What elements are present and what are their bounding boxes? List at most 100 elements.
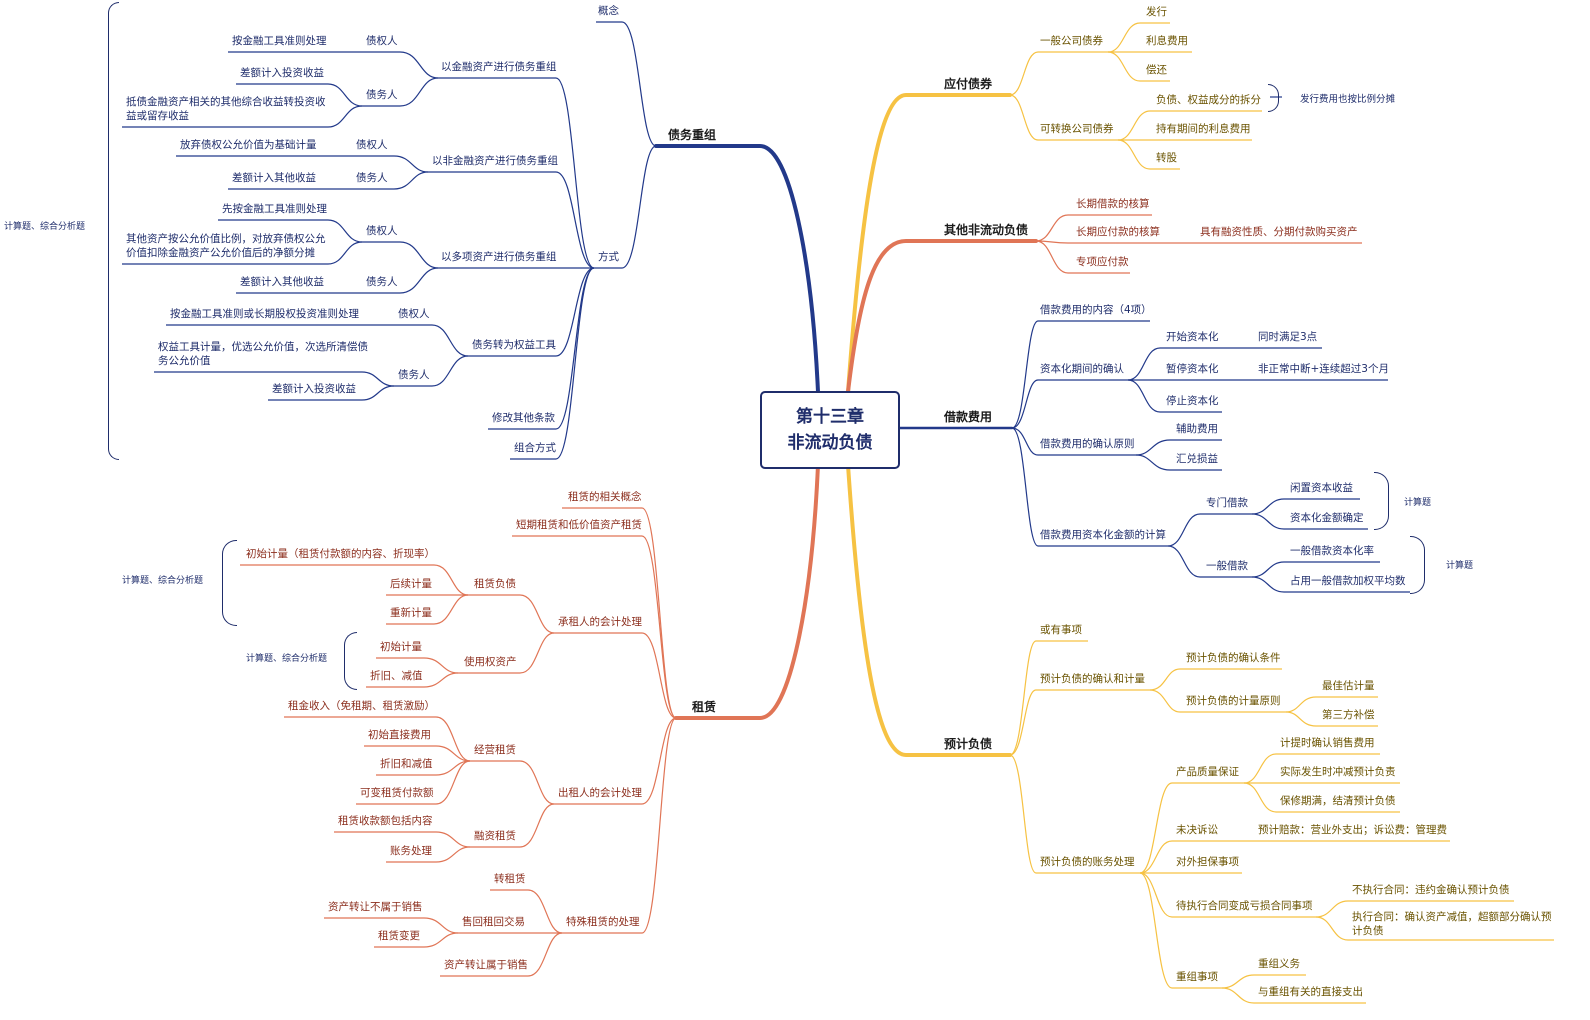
node-bc-special-loan[interactable]: 专门借款 <box>1206 497 1248 509</box>
node-dr-financial-assets[interactable]: 以金融资产进行债务重组 <box>441 61 557 73</box>
node-dr-eq-creditor-note[interactable]: 按金融工具准则或长期股权投资准则处理 <box>170 308 359 320</box>
node-lease-subsequent[interactable]: 后续计量 <box>390 578 432 590</box>
node-lease-special[interactable]: 特殊租赁的处理 <box>566 916 640 928</box>
node-bc-pause-note[interactable]: 非正常中断+连续超过3个月 <box>1258 363 1389 375</box>
node-bc-principle[interactable]: 借款费用的确认原则 <box>1040 438 1135 450</box>
node-dr-nf-creditor[interactable]: 债权人 <box>356 139 388 151</box>
node-pv-q1[interactable]: 计提时确认销售费用 <box>1280 737 1375 749</box>
node-lease-rou[interactable]: 使用权资产 <box>464 656 517 668</box>
node-dr-eq-debtor-note1[interactable]: 权益工具计量，优选公允价值，次选所清偿债务公允价值 <box>158 341 368 367</box>
node-pv-on2[interactable]: 执行合同：确认资产减值，超额部分确认预计负债 <box>1352 911 1552 937</box>
node-bc-pause[interactable]: 暂停资本化 <box>1166 363 1219 375</box>
node-lease-concept[interactable]: 租赁的相关概念 <box>568 491 642 503</box>
node-dr-non-financial[interactable]: 以非金融资产进行债务重组 <box>432 155 558 167</box>
node-bonds-convert[interactable]: 转股 <box>1156 152 1177 164</box>
node-pv-guarantee[interactable]: 对外担保事项 <box>1176 856 1239 868</box>
node-lease-not-sale[interactable]: 资产转让不属于销售 <box>328 901 423 913</box>
node-lease-remeasure[interactable]: 重新计量 <box>390 607 432 619</box>
node-dr-mu-debtor-note[interactable]: 差额计入其他收益 <box>240 276 324 288</box>
node-bc-period[interactable]: 资本化期间的确认 <box>1040 363 1124 375</box>
node-pv-re1[interactable]: 重组义务 <box>1258 958 1300 970</box>
node-lease-short-term[interactable]: 短期租赁和低价值资产租赁 <box>516 519 642 531</box>
node-dr-mu-creditor-note2[interactable]: 其他资产按公允价值比例，对放弃债权公允价值扣除金融资产公允价值后的净额分摊 <box>126 233 326 259</box>
node-dr-eq-debtor[interactable]: 债务人 <box>398 369 430 381</box>
node-bonds-split-note[interactable]: 发行费用也按比例分摊 <box>1300 94 1396 105</box>
node-pv-re2[interactable]: 与重组有关的直接支出 <box>1258 986 1363 998</box>
node-lease-lessee[interactable]: 承租人的会计处理 <box>558 616 642 628</box>
topic-provisions[interactable]: 预计负债 <box>944 737 993 751</box>
node-bc-start[interactable]: 开始资本化 <box>1166 331 1219 343</box>
node-bc-general-loan[interactable]: 一般借款 <box>1206 560 1248 572</box>
node-pv-q2[interactable]: 实际发生时冲减预计负责 <box>1280 766 1396 778</box>
node-lease-rou-dep[interactable]: 折旧、减值 <box>370 670 423 682</box>
node-lease-op-direct[interactable]: 初始直接费用 <box>368 729 431 741</box>
node-lease-operating[interactable]: 经营租赁 <box>474 744 516 756</box>
topic-bonds-payable[interactable]: 应付债券 <box>944 77 993 91</box>
node-bonds-interest[interactable]: 利息费用 <box>1146 35 1188 47</box>
node-lease-change[interactable]: 租赁变更 <box>378 930 420 942</box>
node-dr-nf-debtor-note[interactable]: 差额计入其他收益 <box>232 172 316 184</box>
node-pv-conditions[interactable]: 预计负债的确认条件 <box>1186 652 1281 664</box>
node-pv-on1[interactable]: 不执行合同：违约金确认预计负债 <box>1352 884 1510 896</box>
node-pv-contingency[interactable]: 或有事项 <box>1040 624 1082 636</box>
node-dr-multiple[interactable]: 以多项资产进行债务重组 <box>441 251 557 263</box>
node-dr-nf-debtor[interactable]: 债务人 <box>356 172 388 184</box>
topic-lease[interactable]: 租赁 <box>692 700 717 714</box>
node-dr-combined[interactable]: 组合方式 <box>514 442 556 454</box>
node-bc-aux[interactable]: 辅助费用 <box>1176 423 1218 435</box>
node-onc-special[interactable]: 专项应付款 <box>1076 256 1129 268</box>
node-dr-methods[interactable]: 方式 <box>598 251 619 263</box>
node-lease-fi-account[interactable]: 账务处理 <box>390 845 432 857</box>
node-lease-is-sale[interactable]: 资产转让属于销售 <box>444 959 528 971</box>
node-bonds-repay[interactable]: 偿还 <box>1146 64 1167 76</box>
node-lease-op-variable[interactable]: 可变租赁付款额 <box>360 787 434 799</box>
node-bonds-general[interactable]: 一般公司债券 <box>1040 35 1103 47</box>
node-onc-loan[interactable]: 长期借款的核算 <box>1076 198 1150 210</box>
node-lease-op-rent[interactable]: 租金收入（免租期、租赁激励） <box>288 700 435 712</box>
node-pv-onerous[interactable]: 待执行合同变成亏损合同事项 <box>1176 900 1313 912</box>
topic-debt-restructuring[interactable]: 债务重组 <box>668 128 717 142</box>
node-pv-third[interactable]: 第三方补偿 <box>1322 709 1375 721</box>
node-dr-eq-creditor[interactable]: 债权人 <box>398 308 430 320</box>
node-pv-best[interactable]: 最佳估计量 <box>1322 680 1375 692</box>
node-bc-start-note[interactable]: 同时满足3点 <box>1258 331 1318 343</box>
node-bc-fx[interactable]: 汇兑损益 <box>1176 453 1218 465</box>
node-dr-fa-debtor-note2[interactable]: 抵债金融资产相关的其他综合收益转投资收益或留存收益 <box>126 96 326 122</box>
node-bc-stop[interactable]: 停止资本化 <box>1166 395 1219 407</box>
node-lease-sublease[interactable]: 转租赁 <box>494 873 526 885</box>
node-bc-rate[interactable]: 一般借款资本化率 <box>1290 545 1374 557</box>
node-pv-lawsuit-note[interactable]: 预计赔款：营业外支出；诉讼费：管理费 <box>1258 824 1447 836</box>
node-lease-sale-leaseback[interactable]: 售回租回交易 <box>462 916 525 928</box>
node-bc-calc[interactable]: 借款费用资本化金额的计算 <box>1040 529 1166 541</box>
node-dr-eq-debtor-note2[interactable]: 差额计入投资收益 <box>272 383 356 395</box>
topic-other-noncurrent[interactable]: 其他非流动负债 <box>944 223 1029 237</box>
node-onc-payable[interactable]: 长期应付款的核算 <box>1076 226 1160 238</box>
node-bonds-convertible[interactable]: 可转换公司债券 <box>1040 123 1114 135</box>
node-pv-accounting[interactable]: 预计负债的账务处理 <box>1040 856 1135 868</box>
node-lease-fi-content[interactable]: 租赁收款额包括内容 <box>338 815 433 827</box>
node-dr-concept[interactable]: 概念 <box>598 5 619 17</box>
node-bc-content[interactable]: 借款费用的内容（4项） <box>1040 304 1152 316</box>
node-dr-modify[interactable]: 修改其他条款 <box>492 412 555 424</box>
node-pv-quality[interactable]: 产品质量保证 <box>1176 766 1239 778</box>
topic-borrowing-costs[interactable]: 借款费用 <box>944 410 993 424</box>
node-dr-fa-creditor[interactable]: 债权人 <box>366 35 398 47</box>
node-lease-finance[interactable]: 融资租赁 <box>474 830 516 842</box>
node-onc-payable-note[interactable]: 具有融资性质、分期付款购买资产 <box>1200 226 1358 238</box>
node-pv-recognition[interactable]: 预计负债的确认和计量 <box>1040 673 1145 685</box>
node-bonds-holding[interactable]: 持有期间的利息费用 <box>1156 123 1251 135</box>
node-pv-q3[interactable]: 保修期满，结清预计负债 <box>1280 795 1396 807</box>
node-pv-measure[interactable]: 预计负债的计量原则 <box>1186 695 1281 707</box>
node-lease-initial[interactable]: 初始计量（租赁付款额的内容、折现率） <box>246 548 435 560</box>
node-dr-equity[interactable]: 债务转为权益工具 <box>472 339 556 351</box>
node-pv-restructure[interactable]: 重组事项 <box>1176 971 1218 983</box>
node-pv-lawsuit[interactable]: 未决诉讼 <box>1176 824 1218 836</box>
node-dr-fa-debtor[interactable]: 债务人 <box>366 89 398 101</box>
node-lease-op-dep[interactable]: 折旧和减值 <box>380 758 433 770</box>
root-topic[interactable]: 第十三章 非流动负债 <box>760 391 900 469</box>
node-bc-sl-amount[interactable]: 资本化金额确定 <box>1290 512 1364 524</box>
node-lease-lessor[interactable]: 出租人的会计处理 <box>558 787 642 799</box>
node-dr-nf-creditor-note[interactable]: 放弃债权公允价值为基础计量 <box>180 139 317 151</box>
node-dr-fa-creditor-note[interactable]: 按金融工具准则处理 <box>232 35 327 47</box>
node-dr-mu-creditor[interactable]: 债权人 <box>366 225 398 237</box>
